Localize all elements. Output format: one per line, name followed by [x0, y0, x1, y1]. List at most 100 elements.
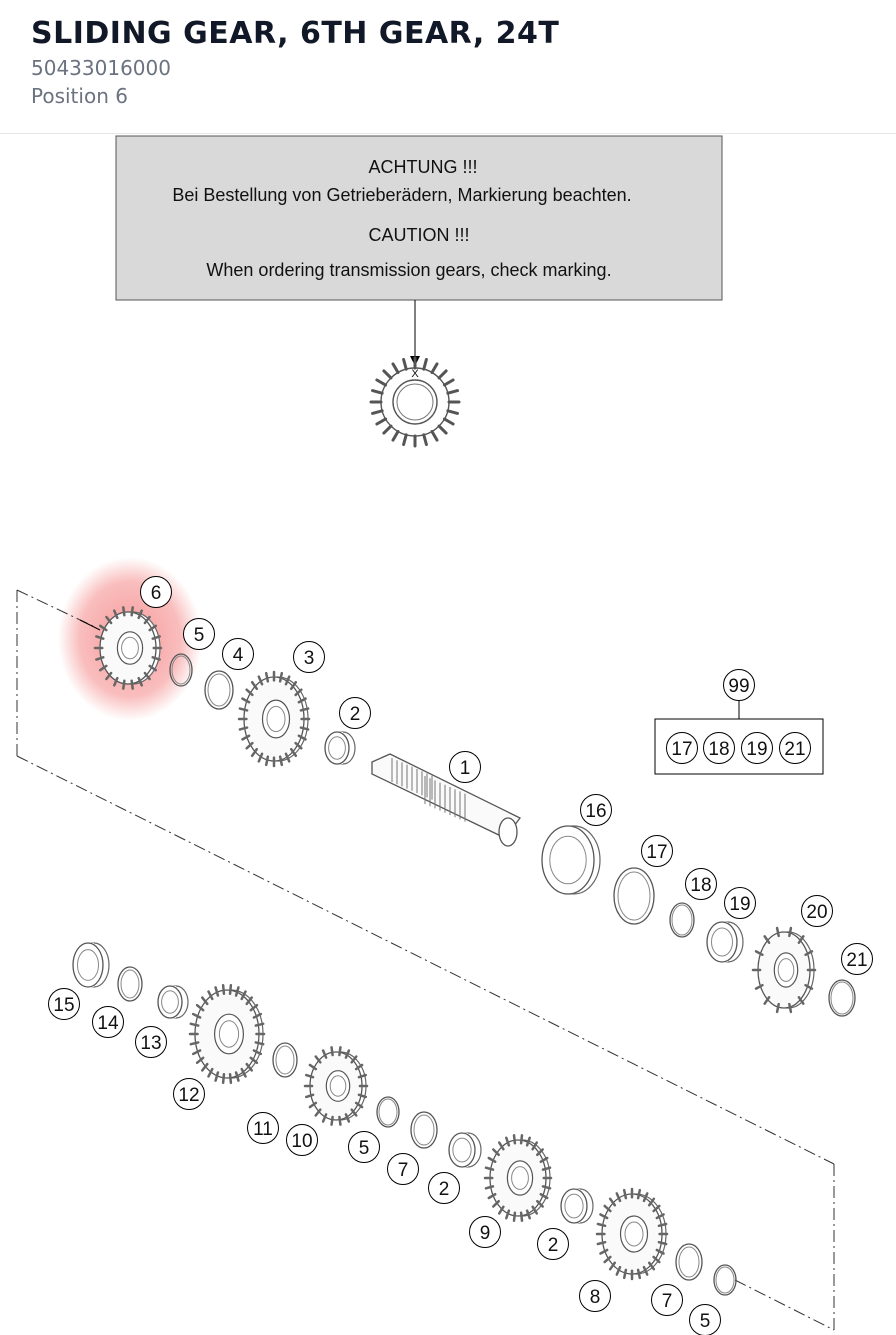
- callout-circle[interactable]: [348, 1131, 380, 1163]
- callout-circle[interactable]: [801, 895, 833, 927]
- callout-circle[interactable]: [173, 1078, 205, 1110]
- callout-label: 13: [140, 1033, 161, 1054]
- callout-18[interactable]: 18: [685, 868, 717, 900]
- callout-2[interactable]: 2: [428, 1172, 460, 1204]
- callout-label: 20: [806, 902, 827, 923]
- callout-label: 16: [585, 801, 606, 822]
- kit-item-21[interactable]: 21: [779, 732, 811, 764]
- callout-label: 3: [304, 648, 315, 669]
- callout-label: 11: [253, 1119, 273, 1140]
- washer-4: [204, 670, 234, 710]
- callout-circle[interactable]: [293, 641, 325, 673]
- callout-circle[interactable]: [689, 1304, 721, 1335]
- callout-11[interactable]: 11: [247, 1112, 279, 1144]
- callout-12[interactable]: 12: [173, 1078, 205, 1110]
- callout-14[interactable]: 14: [92, 1006, 124, 1038]
- part-title: SLIDING GEAR, 6TH GEAR, 24T: [31, 16, 560, 51]
- callout-circle[interactable]: [685, 868, 717, 900]
- kit-item-label: 17: [671, 739, 692, 760]
- callout-5[interactable]: 5: [183, 618, 215, 650]
- callout-21[interactable]: 21: [841, 943, 873, 975]
- kit-item-label: 21: [784, 739, 805, 760]
- callout-5[interactable]: 5: [348, 1131, 380, 1163]
- callout-label: 2: [439, 1179, 450, 1200]
- kit-99[interactable]: 99: [723, 669, 755, 701]
- callout-circle[interactable]: [183, 618, 215, 650]
- bushing-19: [706, 921, 744, 963]
- callout-circle[interactable]: [469, 1216, 501, 1248]
- callout-1[interactable]: 1: [449, 751, 481, 783]
- callout-label: 5: [194, 625, 205, 646]
- callout-circle[interactable]: [247, 1112, 279, 1144]
- callout-circle[interactable]: [222, 638, 254, 670]
- circlip-5a: [169, 653, 193, 687]
- callout-label: 2: [548, 1235, 559, 1256]
- callout-13[interactable]: 13: [135, 1026, 167, 1058]
- caution-line-de-text: Bei Bestellung von Getrieberädern, Marki…: [172, 185, 631, 205]
- caution-box: ACHTUNG !!! Bei Bestellung von Getrieber…: [115, 135, 723, 301]
- circlip-5c: [713, 1264, 737, 1296]
- callout-circle[interactable]: [92, 1006, 124, 1038]
- bearing-15: [72, 942, 110, 988]
- kit-item-19[interactable]: 19: [741, 732, 773, 764]
- callout-label: 7: [662, 1291, 673, 1312]
- callout-circle[interactable]: [537, 1228, 569, 1260]
- callout-circle[interactable]: [841, 943, 873, 975]
- gear-marking-x: X: [411, 368, 419, 380]
- callout-circle[interactable]: [48, 988, 80, 1020]
- callout-17[interactable]: 17: [641, 835, 673, 867]
- callout-label: 17: [646, 842, 667, 863]
- callout-circle[interactable]: [641, 835, 673, 867]
- callout-15[interactable]: 15: [48, 988, 80, 1020]
- callout-label: 2: [350, 704, 361, 725]
- callout-circle[interactable]: [580, 794, 612, 826]
- callout-label: 10: [291, 1131, 312, 1152]
- callout-7[interactable]: 7: [387, 1153, 419, 1185]
- callout-circle[interactable]: [579, 1280, 611, 1312]
- callout-circle[interactable]: [286, 1124, 318, 1156]
- callout-5[interactable]: 5: [689, 1304, 721, 1335]
- caution-line-de-title: ACHTUNG !!!: [368, 157, 477, 177]
- part-number: 50433016000: [31, 56, 171, 80]
- callout-10[interactable]: 10: [286, 1124, 318, 1156]
- kit-item-label: 18: [708, 739, 729, 760]
- callout-8[interactable]: 8: [579, 1280, 611, 1312]
- callout-circle[interactable]: [387, 1153, 419, 1185]
- seal-17: [613, 867, 655, 925]
- callout-circle[interactable]: [651, 1284, 683, 1316]
- callout-label: 4: [233, 645, 244, 666]
- caution-line-en-text: When ordering transmission gears, check …: [206, 260, 611, 280]
- callout-4[interactable]: 4: [222, 638, 254, 670]
- callout-circle[interactable]: [724, 887, 756, 919]
- callout-circle[interactable]: [428, 1172, 460, 1204]
- callout-label: 15: [53, 995, 74, 1016]
- washer-14: [117, 966, 143, 1002]
- callout-2[interactable]: 2: [537, 1228, 569, 1260]
- circlip-21: [828, 979, 856, 1017]
- bushing-2c: [560, 1188, 594, 1224]
- callout-circle[interactable]: [339, 697, 371, 729]
- sprocket-20: [751, 926, 817, 1014]
- washer-7b: [675, 1243, 703, 1281]
- callout-circle[interactable]: [135, 1026, 167, 1058]
- callout-circle[interactable]: [140, 576, 172, 608]
- callout-9[interactable]: 9: [469, 1216, 501, 1248]
- kit-item-18[interactable]: 18: [703, 732, 735, 764]
- callout-label: 14: [97, 1013, 119, 1034]
- callout-2[interactable]: 2: [339, 697, 371, 729]
- callout-16[interactable]: 16: [580, 794, 612, 826]
- callout-19[interactable]: 19: [724, 887, 756, 919]
- callout-label: 19: [729, 894, 750, 915]
- parts-group: [72, 606, 856, 1296]
- callout-circle[interactable]: [449, 751, 481, 783]
- callout-7[interactable]: 7: [651, 1284, 683, 1316]
- bushing-2b: [448, 1132, 482, 1168]
- callout-label: 6: [151, 583, 162, 604]
- callout-label: 18: [690, 875, 711, 896]
- kit-item-17[interactable]: 17: [666, 732, 698, 764]
- callout-label: 1: [460, 758, 471, 779]
- callout-6[interactable]: 6: [140, 576, 172, 608]
- callout-3[interactable]: 3: [293, 641, 325, 673]
- callout-20[interactable]: 20: [801, 895, 833, 927]
